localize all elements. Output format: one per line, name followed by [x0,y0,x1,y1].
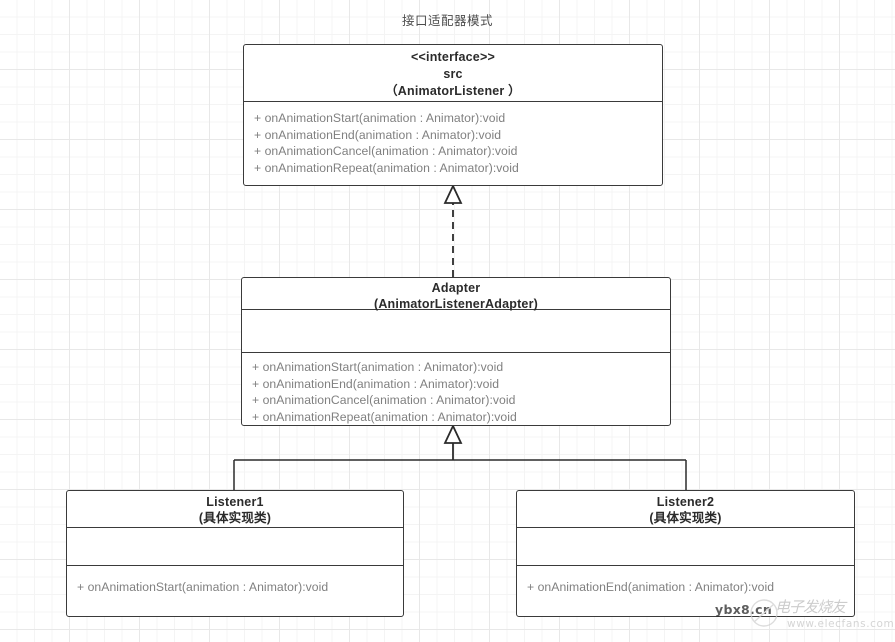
class-methods-interface: + onAnimationStart(animation : Animator)… [244,102,662,180]
class-qualified-name: (具体实现类) [198,510,272,525]
method-item: + onAnimationStart(animation : Animator)… [254,111,506,125]
class-name: Listener1 [206,495,264,509]
class-header-listener2: Listener2 (具体实现类) [517,491,854,528]
method-item: + onAnimationEnd(animation : Animator):v… [252,376,500,391]
class-header-interface: <<interface>> src （AnimatorListener ） [244,45,662,102]
class-qualified-name: (具体实现类) [649,510,722,525]
watermark-logo-text: 电子发烧友 [775,598,846,616]
class-box-listener2[interactable]: Listener2 (具体实现类) + onAnimationEnd(anima… [516,490,855,617]
class-qualified-name: （AnimatorListener ） [385,84,521,98]
method-item: + onAnimationStart(animation : Animator)… [252,360,504,374]
class-attributes-adapter [242,310,670,353]
class-name: Listener2 [656,495,715,509]
class-name: Adapter [431,281,481,295]
class-attributes-listener1 [67,528,403,566]
class-attributes-listener2 [517,528,854,566]
class-box-listener1[interactable]: Listener1 (具体实现类) + onAnimationStart(ani… [66,490,404,617]
realization-adapter-to-interface [443,183,463,277]
class-stereotype: <<interface>> [411,50,495,64]
watermark-swoosh-icon [750,599,778,627]
diagram-title: 接口适配器模式 [401,13,493,28]
method-item: + onAnimationStart(animation : Animator)… [77,580,329,594]
class-methods-listener2: + onAnimationEnd(animation : Animator):v… [517,566,854,600]
method-item: + onAnimationRepeat(animation : Animator… [254,160,519,175]
watermark-url: www.elecfans.com [787,618,895,630]
class-methods-adapter: + onAnimationStart(animation : Animator)… [242,353,670,425]
class-header-adapter: Adapter (AnimatorListenerAdapter) [242,278,670,311]
method-item: + onAnimationCancel(animation : Animator… [254,144,518,159]
class-methods-listener1: + onAnimationStart(animation : Animator)… [67,566,403,600]
generalization-listeners-to-adapter [233,423,687,491]
class-header-listener1: Listener1 (具体实现类) [67,491,403,528]
class-name: src [443,67,463,81]
class-qualified-name: (AnimatorListenerAdapter) [373,296,539,311]
method-item: + onAnimationEnd(animation : Animator):v… [527,580,775,594]
watermark-site: ybx8.cn [715,602,773,617]
method-item: + onAnimationEnd(animation : Animator):v… [254,127,502,142]
class-box-adapter[interactable]: Adapter (AnimatorListenerAdapter) + onAn… [241,277,671,426]
watermark: ybx8.cn 电子发烧友 www.elecfans.com [701,590,895,640]
method-item: + onAnimationCancel(animation : Animator… [252,393,516,408]
class-box-interface[interactable]: <<interface>> src （AnimatorListener ） + … [243,44,663,186]
method-item: + onAnimationRepeat(animation : Animator… [252,409,517,424]
